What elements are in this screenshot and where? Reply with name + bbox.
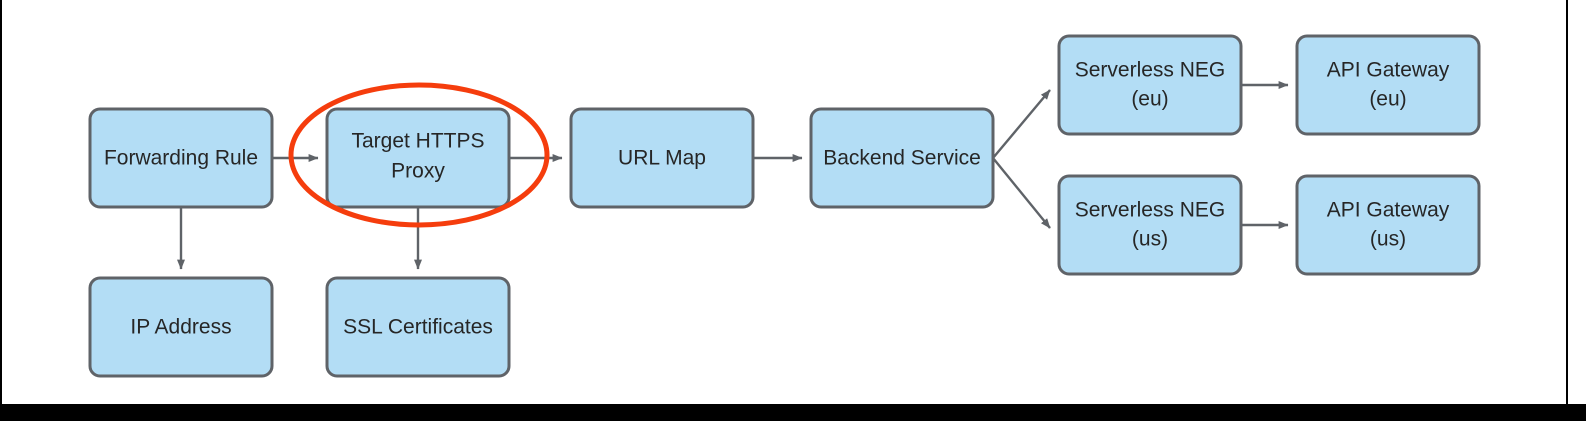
node-serverless-neg-eu-label-line1: Serverless NEG: [1075, 59, 1226, 82]
node-api-gateway-us-label-line2: (us): [1370, 228, 1406, 251]
page-bottom-band: [0, 404, 1586, 421]
node-target-https-proxy-box[interactable]: [325, 107, 511, 209]
node-api-gateway-eu-label-line2: (eu): [1369, 88, 1406, 111]
node-ip-address[interactable]: IP Address: [88, 276, 274, 378]
node-api-gateway-us[interactable]: API Gateway (us): [1295, 174, 1481, 276]
node-api-gateway-eu[interactable]: API Gateway (eu): [1295, 34, 1481, 136]
node-url-map-box[interactable]: [569, 107, 755, 209]
edge-backend-service-to-serverless-neg-us: [992, 157, 1051, 229]
node-serverless-neg-eu-box[interactable]: [1057, 34, 1243, 136]
node-serverless-neg-us-label-line2: (us): [1132, 228, 1168, 251]
node-layer: Forwarding Rule Target HTTPS Proxy URL M…: [88, 34, 1481, 378]
node-api-gateway-eu-label-line1: API Gateway: [1327, 59, 1450, 82]
node-backend-service[interactable]: Backend Service: [809, 107, 995, 209]
node-serverless-neg-us-label-line1: Serverless NEG: [1075, 199, 1226, 222]
node-api-gateway-eu-box[interactable]: [1295, 34, 1481, 136]
node-backend-service-box[interactable]: [809, 107, 995, 209]
node-ssl-certificates-box[interactable]: [325, 276, 511, 378]
edge-backend-service-to-serverless-neg-eu: [992, 89, 1051, 159]
node-serverless-neg-eu[interactable]: Serverless NEG (eu): [1057, 34, 1243, 136]
node-target-https-proxy[interactable]: Target HTTPS Proxy: [325, 107, 511, 209]
node-forwarding-rule-label: Forwarding Rule: [104, 147, 258, 170]
node-target-https-proxy-label-line2: Proxy: [391, 160, 445, 183]
node-api-gateway-us-label-line1: API Gateway: [1327, 199, 1450, 222]
node-target-https-proxy-label-line1: Target HTTPS: [351, 130, 484, 153]
node-api-gateway-us-box[interactable]: [1295, 174, 1481, 276]
node-forwarding-rule-box[interactable]: [88, 107, 274, 209]
node-ip-address-label: IP Address: [130, 316, 231, 339]
node-url-map[interactable]: URL Map: [569, 107, 755, 209]
node-serverless-neg-eu-label-line2: (eu): [1131, 88, 1168, 111]
node-ssl-certificates-label: SSL Certificates: [343, 316, 493, 339]
node-forwarding-rule[interactable]: Forwarding Rule: [88, 107, 274, 209]
highlight-ellipse-target-https-proxy: [288, 82, 550, 228]
edge-layer: [177, 81, 1289, 270]
node-backend-service-label: Backend Service: [823, 147, 981, 170]
node-ip-address-box[interactable]: [88, 276, 274, 378]
node-serverless-neg-us-box[interactable]: [1057, 174, 1243, 276]
node-serverless-neg-us[interactable]: Serverless NEG (us): [1057, 174, 1243, 276]
node-url-map-label: URL Map: [618, 147, 706, 170]
node-ssl-certificates[interactable]: SSL Certificates: [325, 276, 511, 378]
